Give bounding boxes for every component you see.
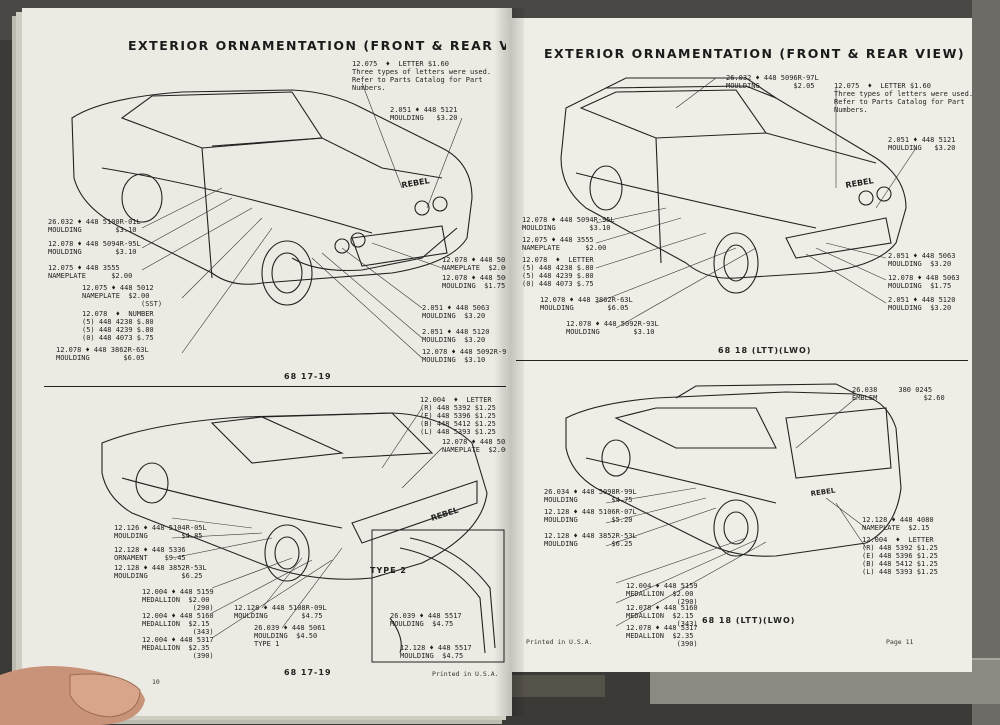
hand-holding-book (0, 666, 145, 725)
type-2-label: TYPE 2 (370, 566, 407, 575)
divider (44, 386, 506, 388)
right-page: EXTERIOR ORNAMENTATION (FRONT & REAR VIE… (506, 18, 974, 672)
divider (516, 360, 968, 362)
moulding-label: 12.078 ♦ 448 5063 MOULDING $1.75 (442, 274, 514, 290)
right-page-header: EXTERIOR ORNAMENTATION (FRONT & REAR VIE… (544, 46, 966, 61)
moulding-label: 2.051 ♦ 448 5063 MOULDING $3.20 (888, 252, 956, 268)
top-leader-lines (141, 82, 463, 359)
nameplate-label: 12.078 ♦ 448 5032 NAMEPLATE $2.00 (442, 438, 514, 454)
medallion-label: 12.004 ♦ 448 5317 MEDALLION $2.35 (390) (142, 636, 214, 660)
printed-note: Printed in U.S.A. (432, 670, 499, 678)
moulding-label: 12.078 ♦ 448 3862R-63L MOULDING $6.05 (56, 346, 149, 362)
left-page-header: EXTERIOR ORNAMENTATION (FRONT & REAR VIE… (128, 38, 550, 53)
wagon-rear-drawing: REBEL (565, 383, 902, 557)
moulding-label: 12.078 ♦ 448 5092R-93L MOULDING $3.10 (566, 320, 659, 336)
moulding-label: 2.051 ♦ 448 5120 MOULDING $3.20 (422, 328, 490, 344)
moulding-label: 12.128 ♦ 448 3852R-53L MOULDING $6.25 (114, 564, 207, 580)
letter-label: 12.004 ♦ LETTER (R) 448 5392 $1.25 (E) 4… (420, 396, 496, 436)
letter-label: 12.078 ♦ LETTER (5) 448 4238 $.80 (5) 44… (522, 256, 594, 288)
book-gutter (494, 8, 524, 716)
moulding-label: 12.078 ♦ 448 5092R-93L MOULDING $3.10 (422, 348, 515, 364)
moulding-label: 26.039 ♦ 448 5061 MOULDING $4.50 TYPE 1 (254, 624, 326, 648)
moulding-label: 12.128 ♦ 448 5108R-09L MOULDING $4.75 (234, 604, 327, 620)
medallion-label: 12.004 ♦ 448 5159 MEDALLION $2.00 (290) (626, 582, 698, 606)
moulding-label: 26.034 ♦ 448 5098R-99L MOULDING $4.75 (544, 488, 637, 504)
moulding-label: 12.128 ♦ 448 5106R-07L MOULDING $5.20 (544, 508, 637, 524)
letter-label: 12.075 ♦ LETTER $1.60 Three types of let… (834, 82, 974, 114)
letter-label: 12.004 ♦ LETTER (R) 448 5392 $1.25 (E) 4… (862, 536, 938, 576)
moulding-label: 26.039 ♦ 448 5517 MOULDING $4.75 (390, 612, 462, 628)
medallion-label: 12.078 ♦ 448 5317 MEDALLION $2.35 (390) (626, 624, 698, 648)
letter-label: 12.075 ♦ LETTER $1.60 Three types of let… (352, 60, 492, 92)
number-label: 12.078 ♦ NUMBER (5) 448 4238 $.80 (5) 44… (82, 310, 154, 342)
top-figure-caption: 68 17-19 (284, 372, 332, 381)
moulding-label: 26.032 ♦ 448 5100R-01L MOULDING $3.10 (48, 218, 141, 234)
moulding-label: 12.126 ♦ 448 5104R-05L MOULDING $4.85 (114, 524, 207, 540)
ornament-label: 12.128 ♦ 448 5336 ORNAMENT $9.45 (114, 546, 186, 562)
open-catalog-book: EXTERIOR ORNAMENTATION (FRONT & REAR VIE… (14, 8, 976, 720)
medallion-label: 12.004 ♦ 448 5159 MEDALLION $2.00 (290) (142, 588, 214, 612)
svg-text:REBEL: REBEL (810, 487, 836, 498)
hardtop-rear-drawing: REBEL (101, 412, 488, 582)
bottom-figure-caption: 68 18 (LTT)(LWO) (702, 616, 796, 625)
moulding-label: 12.078 ♦ 448 5094R-95L MOULDING $3.10 (522, 216, 615, 232)
moulding-label: 12.078 ♦ 448 5094R-95L MOULDING $3.10 (48, 240, 141, 256)
bottom-figure-caption: 68 17-19 (284, 668, 332, 677)
moulding-label: 12.078 ♦ 448 5063 MOULDING $1.75 (888, 274, 960, 290)
top-figure-caption: 68 18 (LTT)(LWO) (718, 346, 812, 355)
background-right (972, 0, 1000, 725)
medallion-label: 12.004 ♦ 448 5160 MEDALLION $2.15 (343) (142, 612, 214, 636)
bottom-leader-lines (171, 407, 443, 639)
dark-object (495, 675, 605, 697)
nameplate-label: 12.075 ♦ 448 3555 NAMEPLATE $2.00 (522, 236, 607, 252)
medallion-label: 12.078 ♦ 448 5160 MEDALLION $2.15 (343) (626, 604, 698, 628)
top-leader-lines (595, 77, 917, 329)
page-number: 10 (152, 678, 160, 686)
moulding-label: 2.051 ♦ 448 5121 MOULDING $3.20 (888, 136, 956, 152)
nameplate-label: 12.078 ♦ 448 5022 NAMEPLATE $2.00 (442, 256, 514, 272)
bottom-leader-lines (605, 397, 867, 627)
hardtop-front-drawing: REBEL (71, 89, 473, 306)
moulding-label: 2.051 ♦ 448 5121 MOULDING $3.20 (390, 106, 458, 122)
left-page: EXTERIOR ORNAMENTATION (FRONT & REAR VIE… (22, 8, 548, 716)
nameplate-label: 12.075 ♦ 448 3555 NAMEPLATE $2.00 (48, 264, 133, 280)
type-2-inset-drawing (371, 529, 505, 663)
moulding-label: 26.032 ♦ 448 5096R-97L MOULDING $2.05 (726, 74, 819, 90)
moulding-label: 12.128 ♦ 448 5517 MOULDING $4.75 (400, 644, 472, 660)
wagon-front-drawing: REBEL (560, 77, 907, 294)
nameplate-label: 12.128 ♦ 448 4080 NAMEPLATE $2.15 (862, 516, 934, 532)
nameplate-label: 12.075 ♦ 448 5012 NAMEPLATE $2.00 (SST) (82, 284, 163, 308)
page-number: Page 11 (886, 638, 914, 646)
emblem-label: 26.038 380 0245 EMBLEM $2.60 (852, 386, 945, 402)
moulding-label: 2.051 ♦ 448 5063 MOULDING $3.20 (422, 304, 490, 320)
moulding-label: 12.078 ♦ 448 3862R-63L MOULDING $6.05 (540, 296, 633, 312)
printed-note: Printed in U.S.A. (526, 638, 593, 646)
moulding-label: 12.128 ♦ 448 3852R-53L MOULDING $6.25 (544, 532, 637, 548)
moulding-label: 2.051 ♦ 448 5120 MOULDING $3.20 (888, 296, 956, 312)
